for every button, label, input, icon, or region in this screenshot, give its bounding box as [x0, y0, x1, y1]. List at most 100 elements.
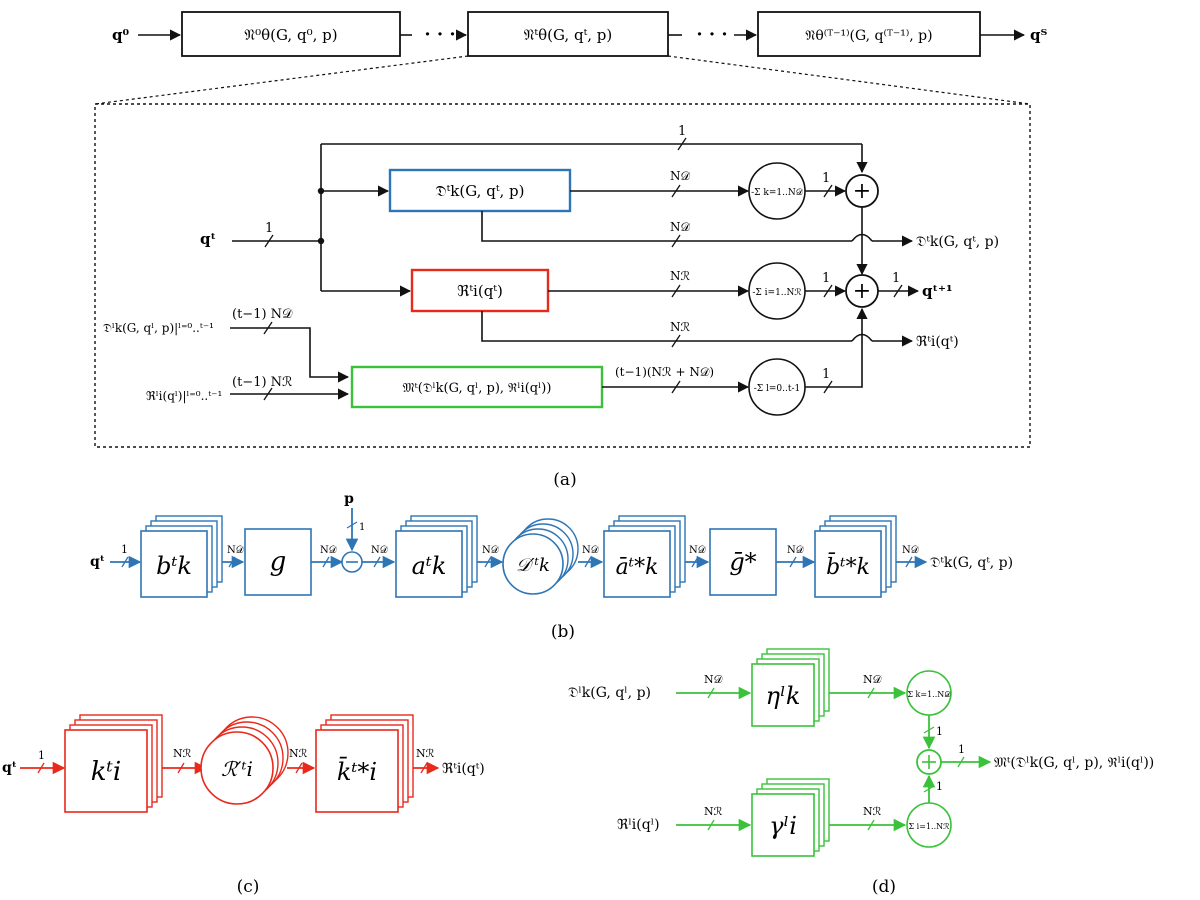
b-block-d [502, 533, 564, 595]
c-block-r [200, 731, 274, 805]
b-link-7-weight: N𝒟 [787, 545, 804, 556]
b-link-3-weight: N𝒟 [371, 545, 388, 556]
b-link-1-slash [228, 556, 236, 568]
data-to-sum-slash [671, 184, 681, 198]
sum-reg-out-slash [823, 284, 833, 298]
b-block-abar [603, 530, 671, 598]
caption-c: (c) [237, 877, 260, 897]
bypass-weight: 1 [678, 124, 686, 139]
d-sum-data-down-weight: 1 [936, 725, 943, 738]
c-block-k-label: kᵗi [91, 757, 121, 787]
reg-out-slash [671, 334, 681, 348]
panel-d: 𝔇ˡk(G, qˡ, p) N𝒟 ηˡk N𝒟 Σ k=1..N𝒟 1 1 𝔐ᵗ… [568, 648, 1154, 897]
c-block-kbar [315, 729, 399, 813]
zoom-line-left [94, 55, 469, 105]
chain-block-T [757, 11, 981, 57]
data-out-branch [481, 211, 852, 242]
sum-data-label: -Σ k=1..N𝒟 [751, 188, 804, 198]
d-gamma-out-slash [867, 819, 875, 831]
detail-input-weight: 1 [265, 221, 273, 236]
d-sum-reg-up-slash [923, 785, 935, 793]
hist-reg-label: ℜˡi(qˡ)|ˡ⁼⁰..ᵗ⁻¹ [146, 389, 222, 403]
b-link-4-weight: N𝒟 [482, 545, 499, 556]
zoom-line-right [667, 55, 1031, 105]
b-link-3-slash [373, 556, 381, 568]
c-input-label: qᵗ [2, 760, 17, 776]
panel-c: qᵗ 1 kᵗi Nℛ ℛ′ᵗi Nℛ k̄ᵗ*i Nℛ ℜᵗi(qᵗ) (c) [2, 714, 485, 897]
b-link-2-weight: N𝒟 [320, 545, 337, 556]
detail-input-slash [264, 234, 274, 248]
chain-block-0-label: 𝔑⁰θ(G, q⁰, p) [244, 26, 337, 44]
sum-mem-out-weight: 1 [822, 367, 830, 382]
b-output-weight: N𝒟 [902, 545, 919, 556]
b-block-a [395, 530, 463, 598]
d-block-gamma-label: γˡi [769, 812, 797, 840]
b-p-label: p [344, 491, 354, 507]
d-sum-reg-label: Σ i=1..Nℛ [908, 822, 950, 831]
bypass-slash [677, 137, 687, 151]
sum-data-out-weight: 1 [822, 171, 830, 186]
c-input-weight: 1 [38, 749, 45, 762]
b-p-slash [346, 521, 358, 529]
sum-mem-out-slash [823, 380, 833, 394]
c-link-1-slash [177, 762, 185, 774]
chain-block-t-label: 𝔑ᵗθ(G, qᵗ, p) [524, 26, 613, 44]
chain-block-T-label: 𝔑θ⁽ᵀ⁻¹⁾(G, q⁽ᵀ⁻¹⁾, p) [805, 28, 932, 44]
reg-block-label: ℜᵗi(qᵗ) [457, 282, 503, 300]
b-link-5-weight: N𝒟 [582, 545, 599, 556]
sum-mem-out [805, 307, 868, 388]
d-output-weight: 1 [958, 743, 965, 756]
d-block-eta [751, 663, 815, 727]
d-input-data-label: 𝔇ˡk(G, qˡ, p) [568, 685, 651, 701]
d-eta-out-slash [867, 687, 875, 699]
b-block-gbar-label: ḡ* [729, 548, 756, 576]
reg-to-sum-weight: Nℛ [670, 269, 691, 283]
reg-out-weight: Nℛ [670, 320, 691, 334]
data-out-label: 𝔇ᵗk(G, qᵗ, p) [916, 234, 999, 250]
b-block-b [140, 530, 208, 598]
c-block-r-label: ℛ′ᵗi [221, 757, 253, 781]
chain-dots-1: · · · [424, 24, 455, 45]
caption-a: (a) [553, 470, 576, 490]
adder-out-weight: 1 [892, 271, 900, 286]
b-link-4-slash [484, 556, 492, 568]
chain-output-label: qᵀ [1030, 26, 1047, 44]
d-output-label: 𝔐ᵗ(𝔇ˡk(G, qˡ, p), ℜˡi(qˡ)) [994, 755, 1154, 771]
b-input-slash [121, 556, 129, 568]
hist-reg-slash [263, 387, 273, 401]
chain-block-0 [181, 11, 401, 57]
hist-data-label: 𝔇ˡk(G, qˡ, p)|ˡ⁼⁰..ᵗ⁻¹ [103, 321, 214, 335]
adder-top-plus: + [853, 179, 871, 204]
data-block-label: 𝔇ᵗk(G, qᵗ, p) [435, 182, 524, 200]
mem-to-sum-slash [671, 380, 681, 394]
c-output-slash [420, 762, 428, 774]
d-input-reg-label: ℜˡi(qˡ) [617, 817, 660, 833]
c-input-slash [37, 762, 45, 774]
hist-reg-weight: (t−1) Nℛ [232, 375, 292, 390]
c-link-2-weight: Nℛ [289, 747, 308, 760]
data-out-weight: N𝒟 [670, 220, 691, 234]
d-sum-reg-up-weight: 1 [936, 780, 943, 793]
b-link-5-slash [584, 556, 592, 568]
b-input-label: qᵗ [90, 554, 105, 570]
junction-mid [317, 237, 325, 245]
panel-a: q⁰ 𝔑⁰θ(G, q⁰, p) · · · 𝔑ᵗθ(G, qᵗ, p) · ·… [94, 11, 1047, 490]
data-to-sum-weight: N𝒟 [670, 169, 691, 183]
d-input-data-weight: N𝒟 [704, 673, 723, 686]
c-output-weight: Nℛ [416, 747, 435, 760]
b-link-6-weight: N𝒟 [689, 545, 706, 556]
b-link-7-slash [789, 556, 797, 568]
d-block-eta-label: ηˡk [766, 682, 801, 710]
adder-bottom-plus: + [853, 279, 871, 304]
detail-input-label: qᵗ [200, 230, 216, 248]
b-block-a-label: aᵗk [412, 552, 447, 580]
chain-input-label: q⁰ [112, 26, 129, 44]
reg-out-branch [481, 311, 852, 342]
sum-mem-label: -Σ l=0..t-1 [754, 384, 801, 394]
b-output-label: 𝔇ᵗk(G, qᵗ, p) [930, 555, 1013, 571]
d-eta-out-weight: N𝒟 [863, 673, 882, 686]
b-link-1-weight: N𝒟 [227, 545, 244, 556]
b-link-2-slash [322, 556, 330, 568]
b-block-bbar [814, 530, 882, 598]
d-input-reg-weight: Nℛ [704, 805, 723, 818]
